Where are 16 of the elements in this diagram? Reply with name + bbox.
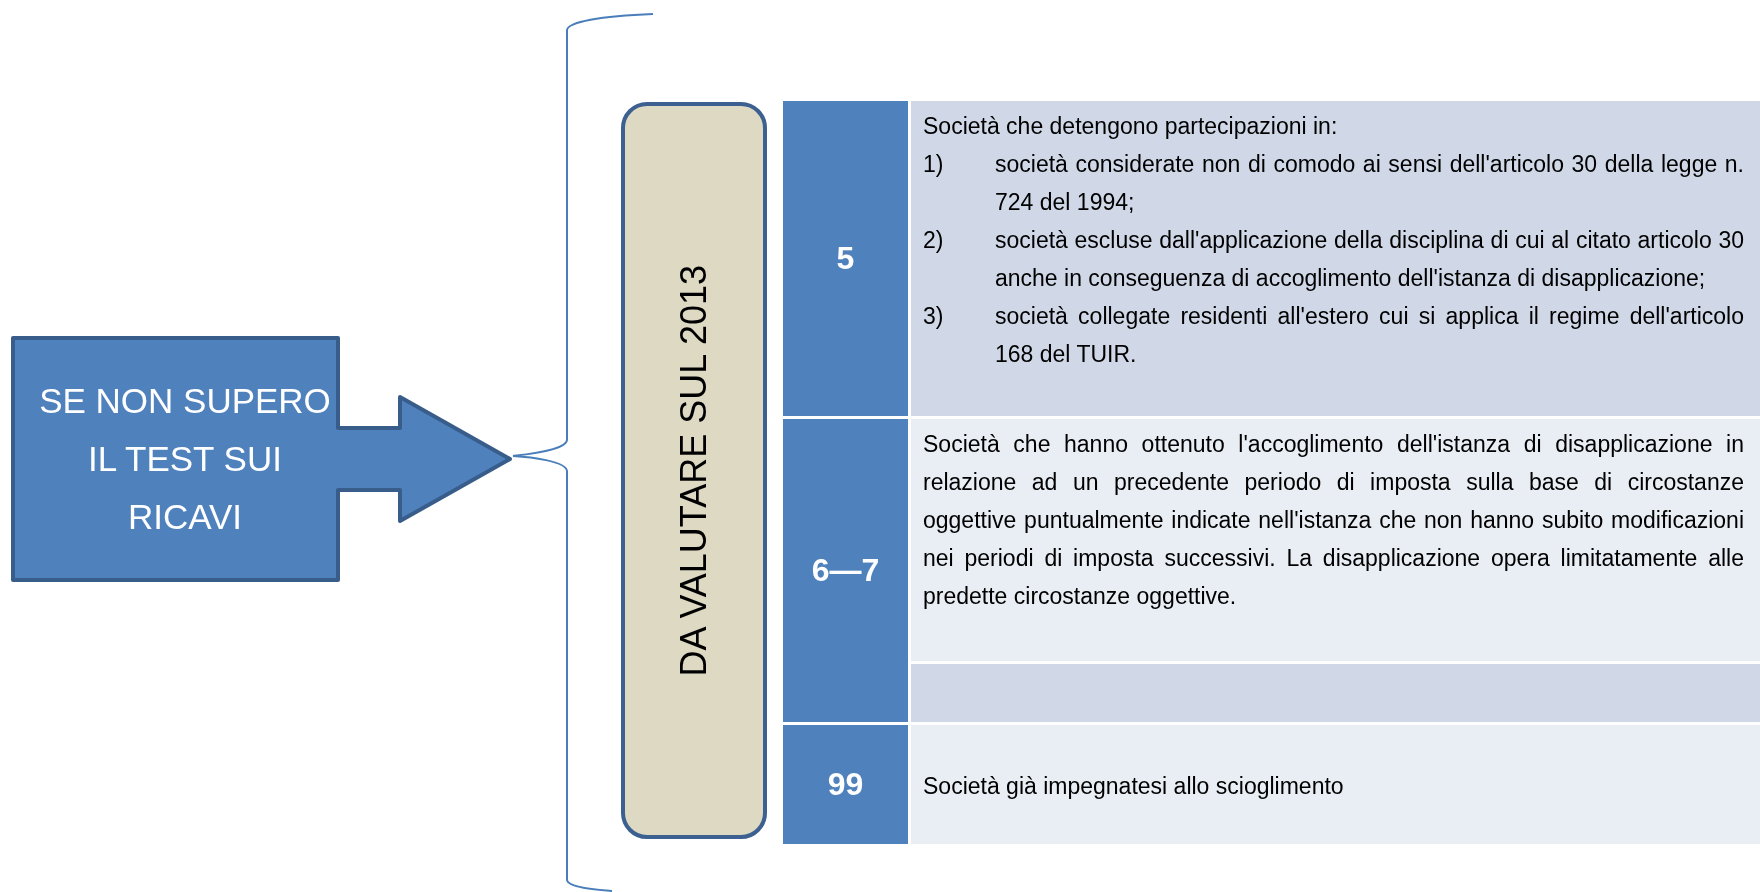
list-item-text: società escluse dall'applicazione della disciplina di cui al citato articolo 30 anche in conseguenza di accoglimento dell'istanza di disapplicazione; [995, 226, 1744, 293]
description-text: Società che hanno ottenuto l'accoglimento dell'istanza di disapplicazione in relazione ad un precedente periodo di imposta sulla base di circostanze oggettive puntualmente indicate nell'istanza che non hanno subito modificazioni nei periodi di imposta successivi. La disapplicazione opera limitatamente alle predette circostanze oggettive. [923, 430, 1744, 611]
description-text: Società che detengono partecipazioni in: [923, 112, 1339, 141]
rounded-box [621, 102, 767, 839]
code-cell: 99 [783, 725, 908, 844]
vertical-label: DA VALUTARE SUL 2013 [673, 264, 715, 677]
code-cell: 5 [783, 101, 908, 416]
list-number: 1) [923, 150, 945, 179]
description-text: Società già impegnatesi allo scioglimento [923, 771, 1345, 801]
arrow-callout [10, 335, 515, 583]
list-number: 3) [923, 302, 945, 331]
list-number: 2) [923, 226, 945, 255]
list-item-text: società considerate non di comodo ai sensi dell'articolo 30 della legge n. 724 del 1994; [995, 150, 1744, 217]
callout-text: SE NON SUPERO IL TEST SUI RICAVI [38, 380, 332, 538]
list-item-text: società collegate residenti all'estero cui si applica il regime dell'articolo 168 del TUIR. [995, 302, 1744, 369]
code-cell: 6—7 [783, 419, 908, 722]
